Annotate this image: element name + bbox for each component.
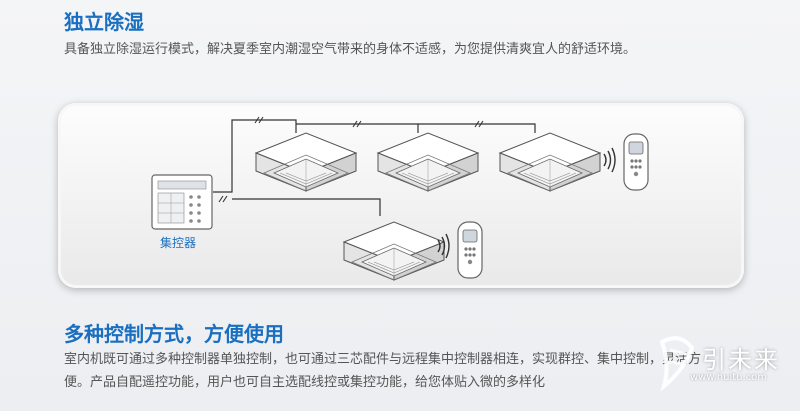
watermark-url: www.huitu.com	[690, 372, 768, 383]
indoor-unit-4	[343, 221, 445, 281]
indoor-unit-2	[377, 132, 479, 192]
section-description-control-methods: 室内机既可通过多种控制器单独控制，也可通过三芯配件与远程集中控制器相连，实现群控…	[64, 352, 702, 390]
central-controller-icon	[151, 174, 213, 230]
section-description-dehumidify: 具备独立除湿运行模式，解决夏季室内潮湿空气带来的身体不适感，为您提供清爽宜人的舒…	[64, 42, 637, 57]
watermark-logo	[659, 336, 695, 392]
central-controller-label: 集控器	[160, 236, 197, 250]
indoor-unit-3	[499, 132, 601, 192]
remote-control-icon	[457, 221, 483, 279]
section-title-dehumidify: 独立除湿	[64, 10, 144, 34]
wiring-lines	[213, 119, 536, 216]
remote-control-icon	[623, 133, 649, 191]
wireless-signal-icon	[603, 147, 616, 173]
section-title-control-methods: 多种控制方式，方便使用	[64, 322, 284, 346]
indoor-unit-1	[255, 132, 357, 192]
watermark-text: 引未来	[702, 346, 780, 374]
